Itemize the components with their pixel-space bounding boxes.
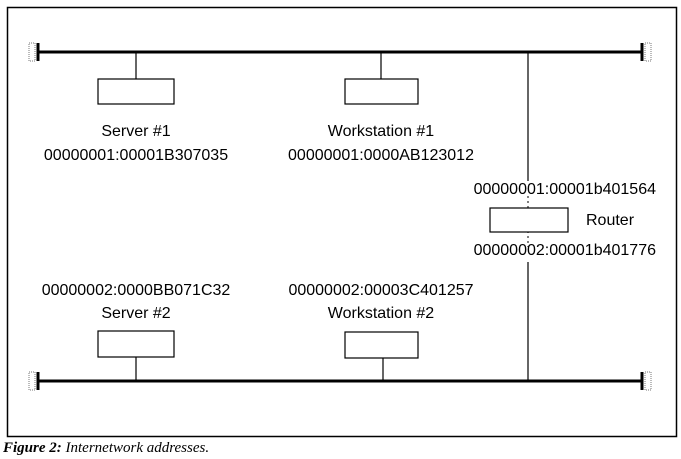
figure-frame bbox=[6, 6, 678, 438]
server1-name: Server #1 bbox=[101, 123, 170, 140]
server2-box bbox=[97, 330, 175, 358]
router-name: Router bbox=[586, 212, 635, 229]
workstation2-box bbox=[344, 331, 419, 359]
workstation2-address: 00000002:00003C401257 bbox=[288, 282, 473, 299]
server1-address: 00000001:00001B307035 bbox=[44, 147, 228, 164]
workstation1-name: Workstation #1 bbox=[328, 123, 435, 140]
server2-address: 00000002:0000BB071C32 bbox=[42, 282, 231, 299]
caption-label: Figure 2: bbox=[2, 440, 62, 456]
workstation2-name: Workstation #2 bbox=[328, 305, 435, 322]
router-address-net2: 00000002:00001b401776 bbox=[474, 242, 657, 259]
network-2-bus bbox=[28, 371, 652, 391]
router-address-net1: 00000001:00001b401564 bbox=[474, 181, 657, 198]
caption-text: Internetwork addresses. bbox=[65, 440, 210, 456]
server1-box bbox=[97, 78, 175, 105]
router-box bbox=[489, 207, 569, 233]
network-1-bus bbox=[28, 42, 652, 62]
server2-name: Server #2 bbox=[101, 305, 170, 322]
figure-caption: Figure 2: Internetwork addresses. bbox=[2, 440, 209, 456]
workstation1-box bbox=[344, 78, 419, 105]
workstation1-address: 00000001:0000AB123012 bbox=[288, 147, 474, 164]
